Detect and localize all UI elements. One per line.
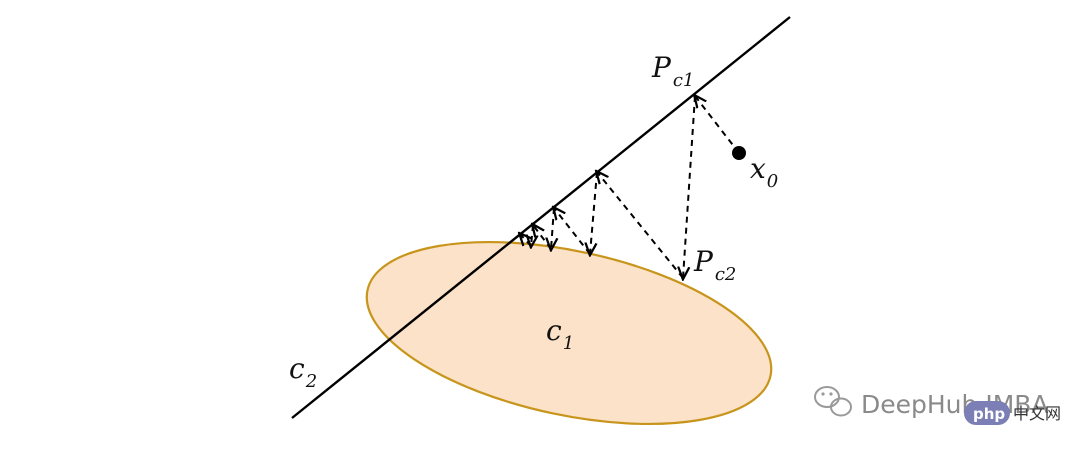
label-pc2-main: P xyxy=(693,245,714,278)
projection-step-8 xyxy=(531,224,533,246)
projection-step-7 xyxy=(533,225,552,250)
label-pc1-sub: c1 xyxy=(673,70,695,91)
watermark-site: 中文网 xyxy=(1013,404,1061,423)
wechat-icon xyxy=(814,386,852,417)
label-c1-main: c xyxy=(546,314,562,347)
projection-x0-to-pc1 xyxy=(695,96,740,154)
projection-step-4 xyxy=(590,171,598,254)
projection-step-9 xyxy=(520,234,531,247)
label-x0-main: x xyxy=(750,152,766,185)
watermark-brand: DeepHub IMBA xyxy=(861,390,1049,419)
watermark: DeepHub IMBA php 中文网 xyxy=(814,386,1061,425)
label-x0-sub: 0 xyxy=(767,171,778,192)
label-c2-sub: 2 xyxy=(305,371,317,392)
label-pc2-sub: c2 xyxy=(715,264,737,285)
convex-set-c1 xyxy=(365,240,773,426)
php-badge-label: php xyxy=(973,405,1005,423)
projection-path xyxy=(520,95,740,279)
label-c1-sub: 1 xyxy=(563,333,574,354)
projection-step-6 xyxy=(551,207,554,249)
projection-step-3 xyxy=(597,172,684,279)
projection-pc1-to-pc2 xyxy=(683,95,696,278)
projection-step-5 xyxy=(554,208,591,255)
affine-set-c2 xyxy=(291,16,791,419)
label-x0: x0 xyxy=(750,152,778,192)
label-c2: c2 xyxy=(289,352,317,392)
php-badge xyxy=(964,401,1010,425)
label-pc1-main: P xyxy=(651,51,672,84)
label-c1: c1 xyxy=(546,314,574,354)
label-c2-main: c xyxy=(289,352,305,385)
start-point-x0 xyxy=(732,146,746,160)
